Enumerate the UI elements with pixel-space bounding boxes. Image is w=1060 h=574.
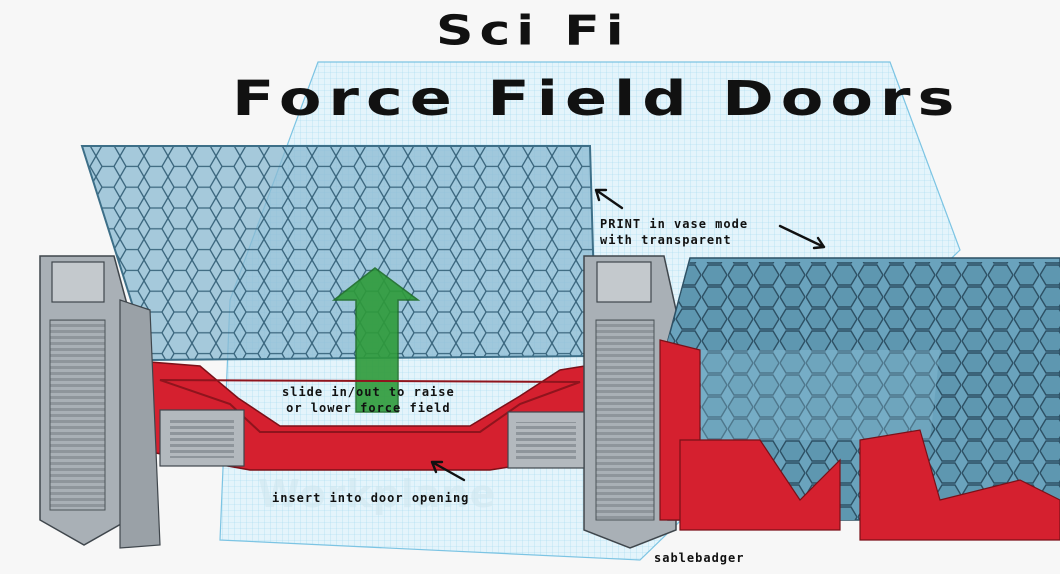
- slide-note: slide in/out to raise or lower force fie…: [282, 384, 455, 416]
- signature: sablebadger: [654, 551, 745, 565]
- title-line-2: Force Field Doors: [232, 70, 962, 127]
- workplane-label: Workplane: [258, 472, 497, 516]
- slide-note-line-1: slide in/out to raise: [282, 385, 455, 399]
- hex-wall-sections: [659, 257, 1060, 541]
- annotation-arrows: [430, 188, 826, 482]
- arrow-to-slot-icon: [430, 460, 466, 482]
- print-note: PRINT in vase mode with transparent: [600, 216, 748, 248]
- right-door-pillar: [507, 255, 677, 549]
- title-line-1: Sci Fi: [436, 8, 630, 55]
- arrow-to-walls-icon: [778, 224, 826, 250]
- force-field-panel: [80, 145, 598, 362]
- slide-note-line-2: or lower force field: [286, 401, 451, 415]
- left-door-pillar: [39, 255, 245, 549]
- raise-arrow: [331, 267, 421, 413]
- base-slider: [149, 361, 591, 471]
- arrow-to-panel-icon: [594, 188, 624, 210]
- print-note-line-1: PRINT in vase mode: [600, 217, 749, 231]
- print-note-line-2: with transparent: [600, 233, 732, 247]
- insert-note: insert into door opening: [272, 491, 470, 505]
